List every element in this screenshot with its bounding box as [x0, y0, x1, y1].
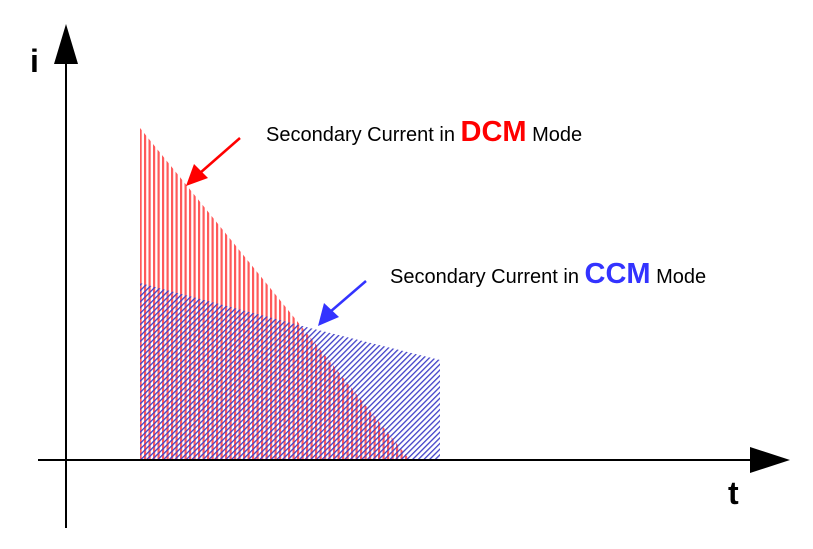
ccm-annotation-key: CCM — [585, 258, 651, 290]
ccm-arrow-line — [329, 280, 367, 313]
y-axis-arrowhead — [54, 24, 78, 64]
dcm-annotation: Secondary Current in DCM Mode — [246, 116, 594, 148]
y-axis-label: i — [30, 43, 39, 79]
dcm-annotation-key: DCM — [461, 116, 527, 148]
dcm-annotation-prefix: Secondary Current in — [266, 124, 461, 146]
x-axis-arrowhead — [750, 447, 790, 473]
ccm-annotation: Secondary Current in CCM Mode — [370, 258, 718, 290]
x-axis-label: t — [728, 475, 739, 511]
dcm-arrow-line — [199, 137, 241, 174]
ccm-current-area — [140, 283, 440, 460]
dcm-arrowhead — [186, 164, 208, 186]
ccm-arrowhead — [318, 303, 339, 326]
ccm-annotation-prefix: Secondary Current in — [390, 266, 585, 288]
ccm-annotation-suffix: Mode — [651, 266, 707, 288]
dcm-annotation-suffix: Mode — [527, 124, 583, 146]
